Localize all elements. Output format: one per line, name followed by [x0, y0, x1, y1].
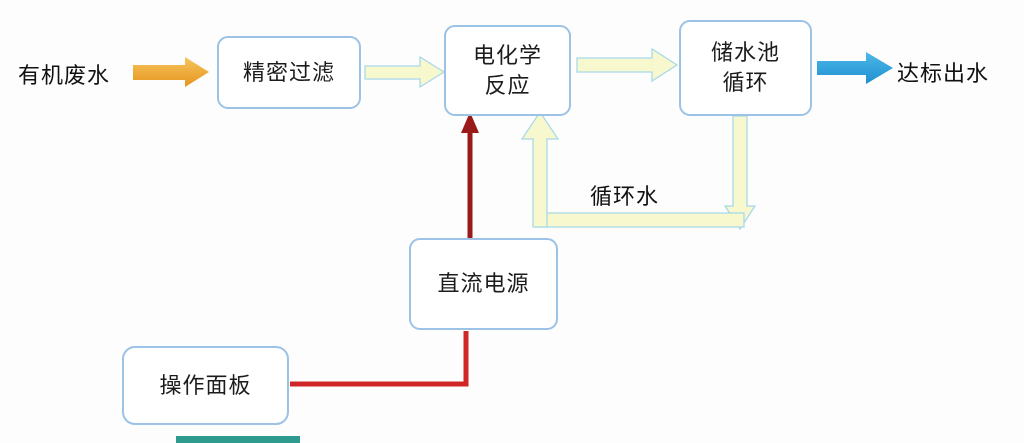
- power-line-panel: [290, 331, 469, 387]
- label-compliant-effluent: 达标出水: [897, 61, 990, 86]
- node-operation-panel: 操作面板: [122, 346, 289, 425]
- node-operation-panel-label: 操作面板: [159, 372, 252, 398]
- label-organic-wastewater: 有机废水: [18, 63, 111, 88]
- node-electrochemical-reaction: 电化学 反应: [444, 25, 571, 116]
- recycle-up-arrow: [520, 110, 560, 228]
- label-circulating-water: 循环水: [590, 184, 660, 209]
- recycle-horizontal-pipe: [534, 212, 745, 228]
- node-storage-tank-circulation-label: 储水池 循环: [710, 40, 780, 95]
- input-arrow: [133, 57, 209, 87]
- node-precision-filtration: 精密过滤: [217, 36, 361, 109]
- bottom-accent-line: [176, 436, 300, 443]
- output-arrow: [817, 52, 893, 84]
- tank-down-arrow: [723, 115, 757, 231]
- node-dc-power-supply: 直流电源: [409, 238, 558, 330]
- node-storage-tank-circulation: 储水池 循环: [679, 20, 812, 116]
- filter-to-electro-arrow: [364, 55, 446, 89]
- node-electrochemical-reaction-label: 电化学 反应: [472, 42, 542, 98]
- node-precision-filtration-label: 精密过滤: [242, 59, 335, 85]
- power-line-electro-arrowhead: [461, 112, 479, 133]
- electro-to-tank-arrow: [576, 47, 679, 83]
- node-dc-power-supply-label: 直流电源: [437, 271, 530, 297]
